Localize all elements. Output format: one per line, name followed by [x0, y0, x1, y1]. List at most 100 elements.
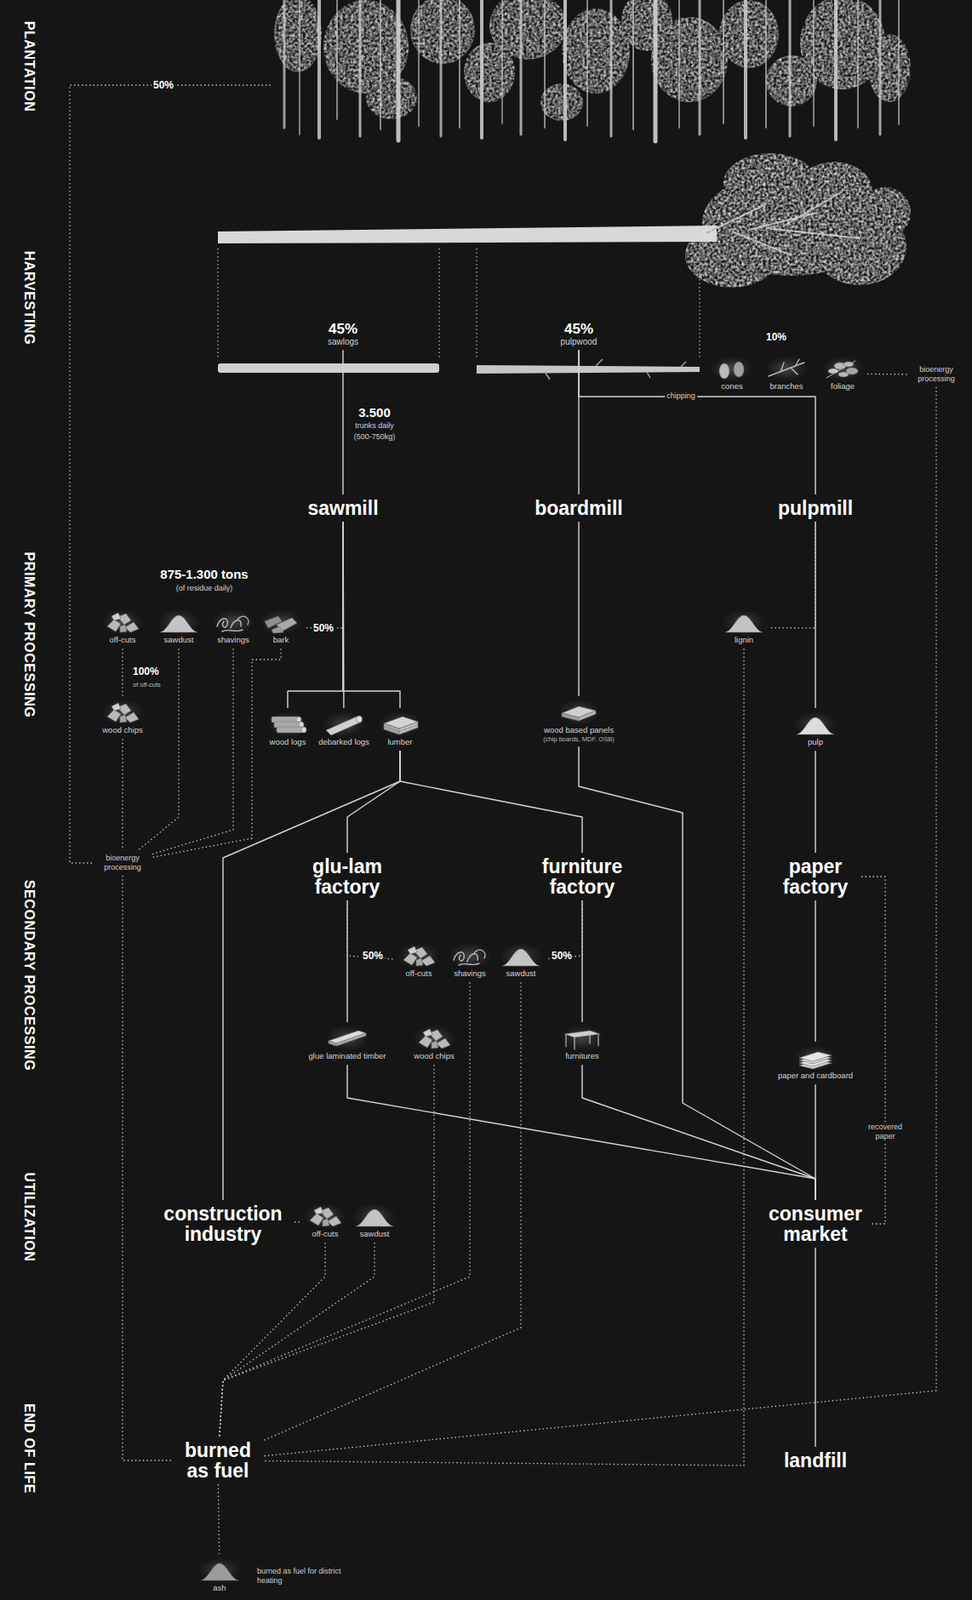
item-caption: sawdust — [360, 1229, 390, 1240]
plantation-residue-line — [69, 85, 271, 864]
item-illustration — [821, 355, 864, 382]
material-item: wood chips — [101, 699, 144, 736]
material-item: furnitures — [560, 1025, 604, 1062]
process-label: construction industry — [154, 1203, 292, 1245]
icon-shape — [111, 612, 121, 621]
material-flow-line — [578, 349, 816, 495]
stage-label: HARVESTING — [21, 249, 37, 348]
tree-crown — [685, 222, 779, 288]
tree-crown — [859, 187, 911, 239]
icon-shape — [565, 1034, 567, 1047]
item-illustration — [211, 609, 255, 635]
process-name: furniture factory — [533, 856, 632, 898]
icon-shape — [431, 1040, 439, 1049]
material-item: ash — [198, 1557, 241, 1594]
item-illustration — [710, 355, 754, 382]
flow-label: 50% — [360, 949, 385, 962]
icon-shape — [125, 712, 139, 723]
icon-shape — [314, 1206, 324, 1215]
item-icon — [101, 609, 144, 635]
annotation: of off-cuts — [131, 680, 163, 689]
material-flow-line — [347, 1064, 816, 1201]
icon-shape — [436, 1038, 451, 1049]
item-caption: branches — [769, 381, 803, 392]
item-caption: sawdust — [164, 634, 195, 646]
icon-shape — [309, 1213, 324, 1226]
icon-shape — [458, 963, 480, 966]
item-illustration — [794, 1045, 837, 1071]
process-label: paper factory — [772, 856, 858, 898]
residue-flow-line — [305, 521, 344, 629]
icon-shape — [160, 615, 198, 633]
annotation: (500-750kg) — [352, 432, 398, 442]
material-flow-line — [577, 521, 579, 697]
item-icon — [378, 711, 422, 738]
material-item: lignin — [722, 609, 766, 646]
material-flow-line — [400, 750, 583, 853]
process-note: bioenergy processing — [97, 853, 148, 873]
icon-shape — [230, 620, 241, 629]
icon-shape — [423, 1029, 433, 1037]
icon-shape — [111, 703, 121, 711]
item-icon — [710, 355, 754, 382]
flow-label: recovered paper — [860, 1122, 910, 1143]
residue-flow-line — [861, 876, 886, 1224]
item-illustration — [325, 1025, 369, 1052]
icon-shape — [828, 368, 839, 374]
item-illustration — [198, 1557, 241, 1584]
item-caption: lignin — [734, 634, 754, 646]
annotation: 3.500 — [356, 405, 393, 420]
icon-shape — [796, 717, 835, 735]
item-caption: paper and cardboard — [777, 1070, 853, 1081]
icon-shape — [383, 726, 400, 732]
icon-shape — [125, 622, 139, 633]
process-note-text: bioenergy processing — [97, 853, 148, 873]
process-name: sawmill — [307, 497, 378, 519]
tree-crown — [410, 0, 475, 64]
icon-shape — [421, 955, 435, 967]
item-caption: off-cuts — [312, 1229, 339, 1240]
annotation: burned as fuel for district heating — [255, 1566, 344, 1587]
process-label: burned as fuel — [175, 1440, 261, 1481]
item-illustration — [722, 609, 766, 635]
item-illustration — [397, 943, 441, 969]
item-icon — [322, 711, 366, 738]
item-icon — [211, 609, 255, 635]
icon-shape — [327, 1216, 342, 1227]
icon-shape — [416, 958, 424, 967]
icon-shape — [403, 953, 418, 966]
icon-shape — [453, 952, 464, 961]
icon-shape — [383, 723, 400, 735]
icon-shape — [733, 361, 744, 378]
share-percent: 45% — [560, 320, 598, 338]
item-icon — [353, 1203, 396, 1230]
material-flow-line — [814, 521, 816, 709]
item-icon — [325, 1025, 369, 1052]
tree-crown — [719, 0, 779, 69]
item-icon — [412, 1025, 456, 1052]
process-label: consumer market — [762, 1203, 870, 1245]
residue-flow-line — [219, 1064, 435, 1437]
annotation: trunks daily — [353, 421, 396, 431]
icon-shape — [588, 1032, 590, 1044]
process-label: landfill — [783, 1450, 847, 1471]
icon-shape — [271, 626, 284, 634]
tree-crown — [540, 83, 584, 121]
item-caption: glue laminated timber — [308, 1051, 387, 1062]
item-icon — [794, 711, 837, 738]
icon-shape — [336, 1033, 366, 1047]
item-icon — [397, 943, 441, 969]
residue-flow-line — [263, 387, 937, 1457]
tree-crown — [489, 0, 567, 60]
item-caption: off-cuts — [109, 634, 137, 646]
annotation: 100% — [131, 665, 161, 678]
item-illustration — [266, 711, 309, 738]
icon-shape — [561, 713, 579, 721]
tree-trunk — [217, 225, 717, 244]
share-name: sawlogs — [327, 337, 359, 347]
item-icon — [765, 355, 808, 382]
pulpwood-log — [476, 365, 700, 374]
material-item: sawdust — [353, 1203, 396, 1240]
material-item: lumber — [378, 711, 422, 748]
residue-flow-line — [121, 648, 123, 697]
